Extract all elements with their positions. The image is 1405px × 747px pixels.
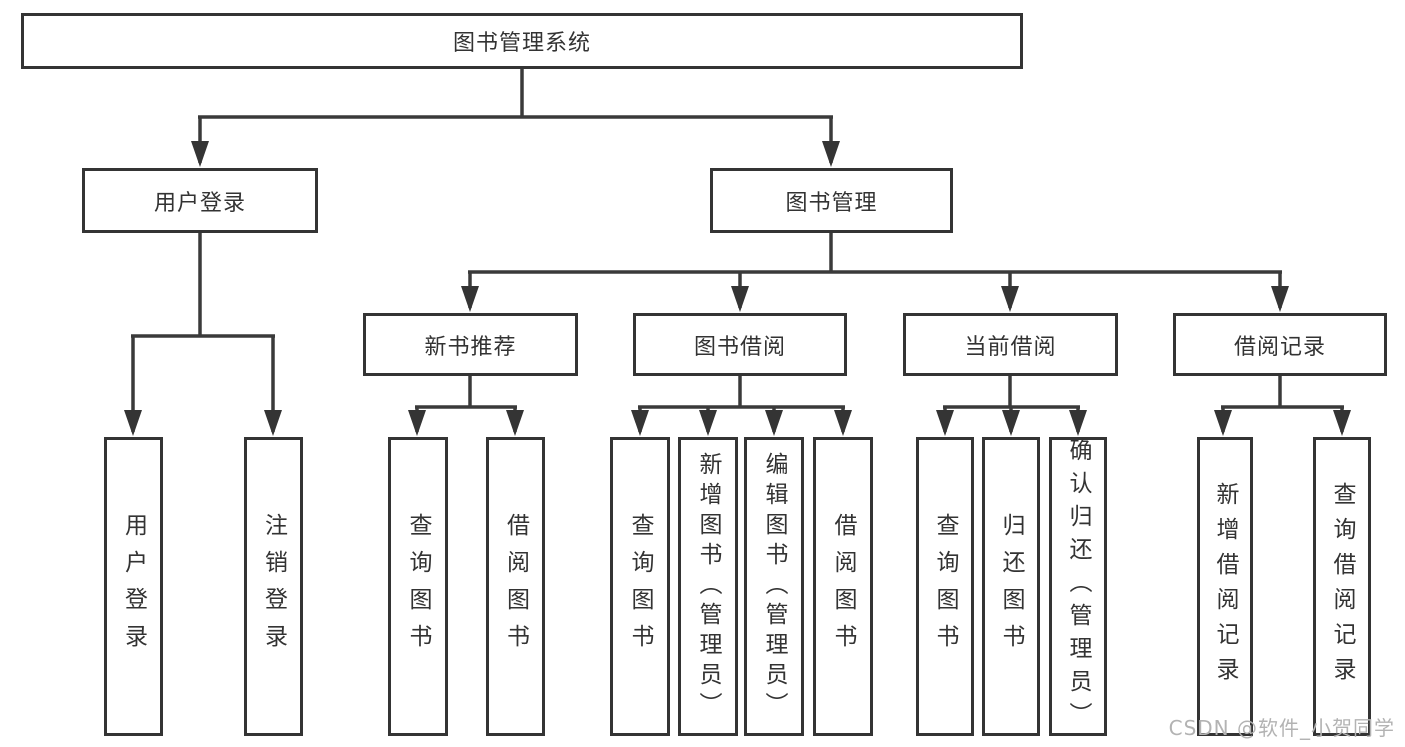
leaf-user-login: 用户登录 [104, 437, 163, 736]
node-user-login: 用户登录 [82, 168, 318, 233]
node-new-book-recommend-label: 新书推荐 [424, 334, 517, 360]
leaf-confirm-return-admin: 确认归还（管理员） [1049, 437, 1107, 736]
leaf-logout: 注销登录 [244, 437, 303, 736]
node-borrow-records-label: 借阅记录 [1233, 334, 1326, 360]
leaf-edit-books-admin: 编辑图书（管理员） [744, 437, 804, 736]
node-book-management-label: 图书管理 [785, 190, 878, 216]
leaf-query-books-current: 查询图书 [916, 437, 974, 736]
node-book-borrow-label: 图书借阅 [693, 334, 786, 360]
leaf-borrow-books: 借阅图书 [813, 437, 873, 736]
leaf-query-books-borrow: 查询图书 [610, 437, 670, 736]
leaf-query-books-recommend: 查询图书 [388, 437, 448, 736]
node-current-borrow-label: 当前借阅 [964, 334, 1057, 360]
node-root-label: 图书管理系统 [452, 31, 591, 56]
node-current-borrow: 当前借阅 [903, 313, 1118, 376]
node-borrow-records: 借阅记录 [1173, 313, 1387, 376]
node-user-login-label: 用户登录 [153, 190, 246, 216]
leaf-query-borrow-record: 查询借阅记录 [1313, 437, 1371, 736]
leaf-add-borrow-record: 新增借阅记录 [1197, 437, 1253, 736]
node-root-system: 图书管理系统 [21, 13, 1023, 69]
node-book-management: 图书管理 [710, 168, 953, 233]
leaf-borrow-books-recommend: 借阅图书 [486, 437, 545, 736]
node-book-borrow: 图书借阅 [633, 313, 847, 376]
leaf-return-books: 归还图书 [982, 437, 1040, 736]
node-new-book-recommend: 新书推荐 [363, 313, 578, 376]
leaf-add-books-admin: 新增图书（管理员） [678, 437, 738, 736]
watermark: CSDN @软件_小贺同学 [1168, 716, 1395, 740]
